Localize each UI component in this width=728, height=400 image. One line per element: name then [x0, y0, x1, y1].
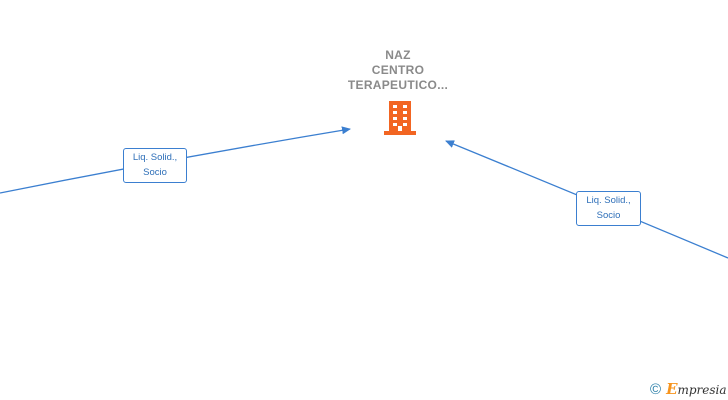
- empresia-watermark: © Empresia: [650, 379, 727, 399]
- edge-label-left[interactable]: Liq. Solid., Socio: [123, 148, 187, 183]
- company-name-line-1: NAZ: [385, 48, 411, 62]
- copyright-icon: ©: [650, 380, 662, 398]
- brand-name-rest: mpresia: [677, 383, 727, 397]
- brand-initial: E: [666, 380, 678, 398]
- brand-logo: Empresia: [666, 380, 727, 398]
- building-icon[interactable]: [384, 101, 416, 135]
- edge-label-role: Liq. Solid.,: [132, 152, 178, 163]
- company-node-title[interactable]: NAZ CENTRO TERAPEUTICO...: [318, 48, 478, 93]
- company-name-line-2: CENTRO: [371, 63, 425, 77]
- edge-label-type: Socio: [596, 210, 621, 221]
- edge-label-role: Liq. Solid.,: [586, 195, 631, 206]
- company-name-line-3: TERAPEUTICO...: [347, 78, 449, 92]
- edge-label-right[interactable]: Liq. Solid., Socio: [576, 191, 641, 226]
- edge-label-type: Socio: [143, 167, 167, 178]
